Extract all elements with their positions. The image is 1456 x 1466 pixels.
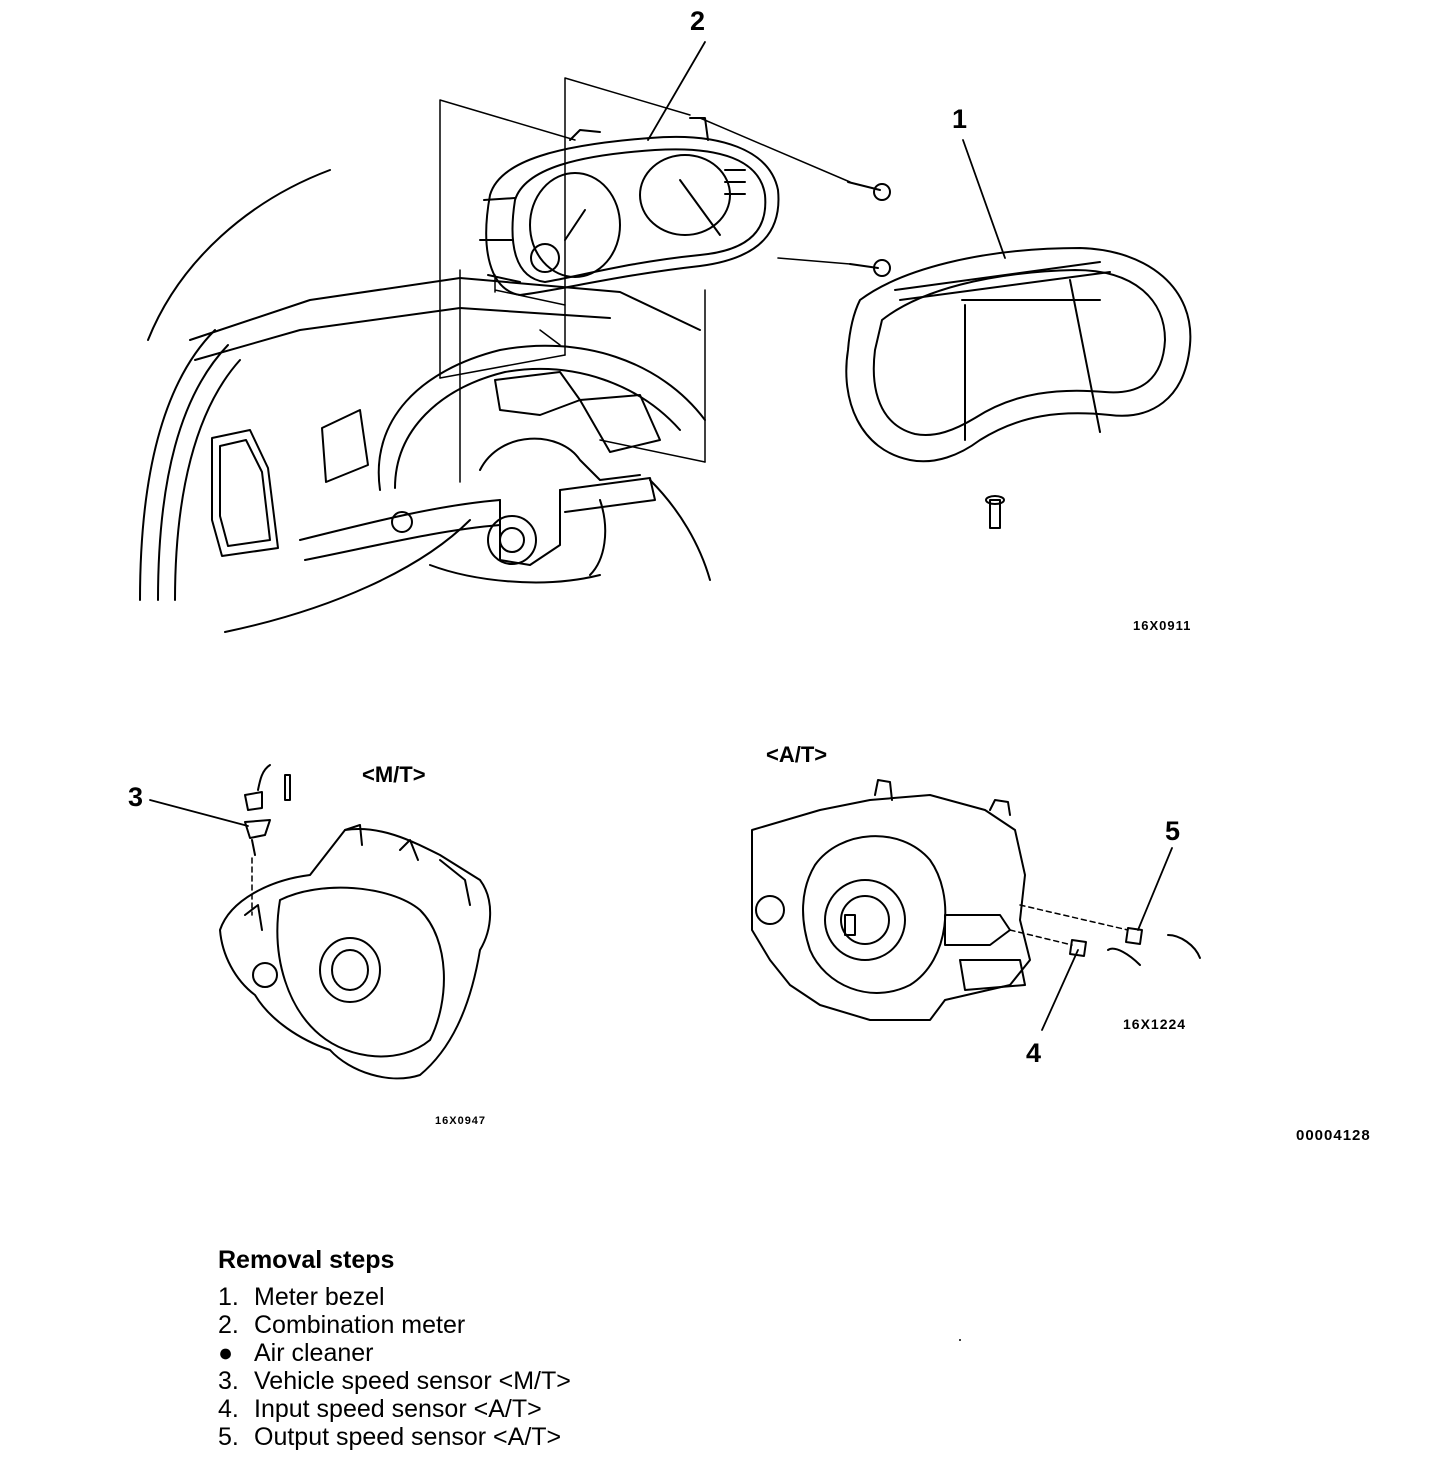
callout-3: 3 bbox=[128, 782, 144, 812]
figure-code-mt: 16X0947 bbox=[435, 1115, 487, 1127]
step-marker: 5. bbox=[218, 1423, 239, 1451]
callout-5: 5 bbox=[1165, 816, 1181, 846]
callout-leaders-top bbox=[647, 41, 1006, 259]
stray-dot bbox=[959, 1339, 961, 1341]
manual-transaxle-drawing bbox=[219, 764, 492, 1080]
step-text: Meter bezel bbox=[254, 1283, 385, 1311]
combination-meter-drawing bbox=[479, 117, 891, 296]
removal-step: ● Air cleaner bbox=[218, 1339, 571, 1367]
step-text: Input speed sensor <A/T> bbox=[254, 1395, 542, 1423]
figure-code-at: 16X1224 bbox=[1123, 1016, 1187, 1032]
step-text: Air cleaner bbox=[254, 1339, 374, 1367]
step-marker: 4. bbox=[218, 1395, 239, 1423]
removal-step: 3. Vehicle speed sensor <M/T> bbox=[218, 1367, 571, 1395]
removal-step: 2. Combination meter bbox=[218, 1311, 571, 1339]
step-marker: 3. bbox=[218, 1367, 239, 1395]
step-marker: 2. bbox=[218, 1311, 239, 1339]
removal-steps-title: Removal steps bbox=[218, 1246, 395, 1274]
callout-leaders-bottom bbox=[149, 799, 1173, 1031]
callout-1: 1 bbox=[952, 104, 968, 134]
exploded-guide-lines bbox=[439, 77, 851, 483]
automatic-transaxle-drawing bbox=[751, 779, 1201, 1021]
step-marker: 1. bbox=[218, 1283, 239, 1311]
removal-step: 1. Meter bezel bbox=[218, 1283, 571, 1311]
instrument-panel-drawing bbox=[139, 169, 711, 633]
step-text: Combination meter bbox=[254, 1311, 466, 1339]
figure-code-top: 16X0911 bbox=[1133, 618, 1192, 633]
step-marker: ● bbox=[218, 1339, 234, 1367]
removal-steps-list: 1. Meter bezel 2. Combination meter ● Air c… bbox=[218, 1283, 571, 1451]
variant-label-at: <A/T> bbox=[766, 742, 828, 767]
figure-code-sheet: 00004128 bbox=[1296, 1127, 1371, 1144]
callout-2: 2 bbox=[690, 6, 706, 36]
step-text: Output speed sensor <A/T> bbox=[254, 1423, 562, 1451]
variant-label-mt: <M/T> bbox=[362, 762, 426, 787]
meter-bezel-drawing bbox=[845, 247, 1192, 529]
step-text: Vehicle speed sensor <M/T> bbox=[254, 1367, 571, 1395]
removal-step: 5. Output speed sensor <A/T> bbox=[218, 1423, 571, 1451]
callout-4: 4 bbox=[1026, 1038, 1042, 1068]
at-sensor-guide-lines bbox=[1009, 904, 1129, 946]
removal-step: 4. Input speed sensor <A/T> bbox=[218, 1395, 571, 1423]
removal-steps: Removal steps 1. Meter bezel 2. Combinatio… bbox=[218, 1246, 571, 1451]
